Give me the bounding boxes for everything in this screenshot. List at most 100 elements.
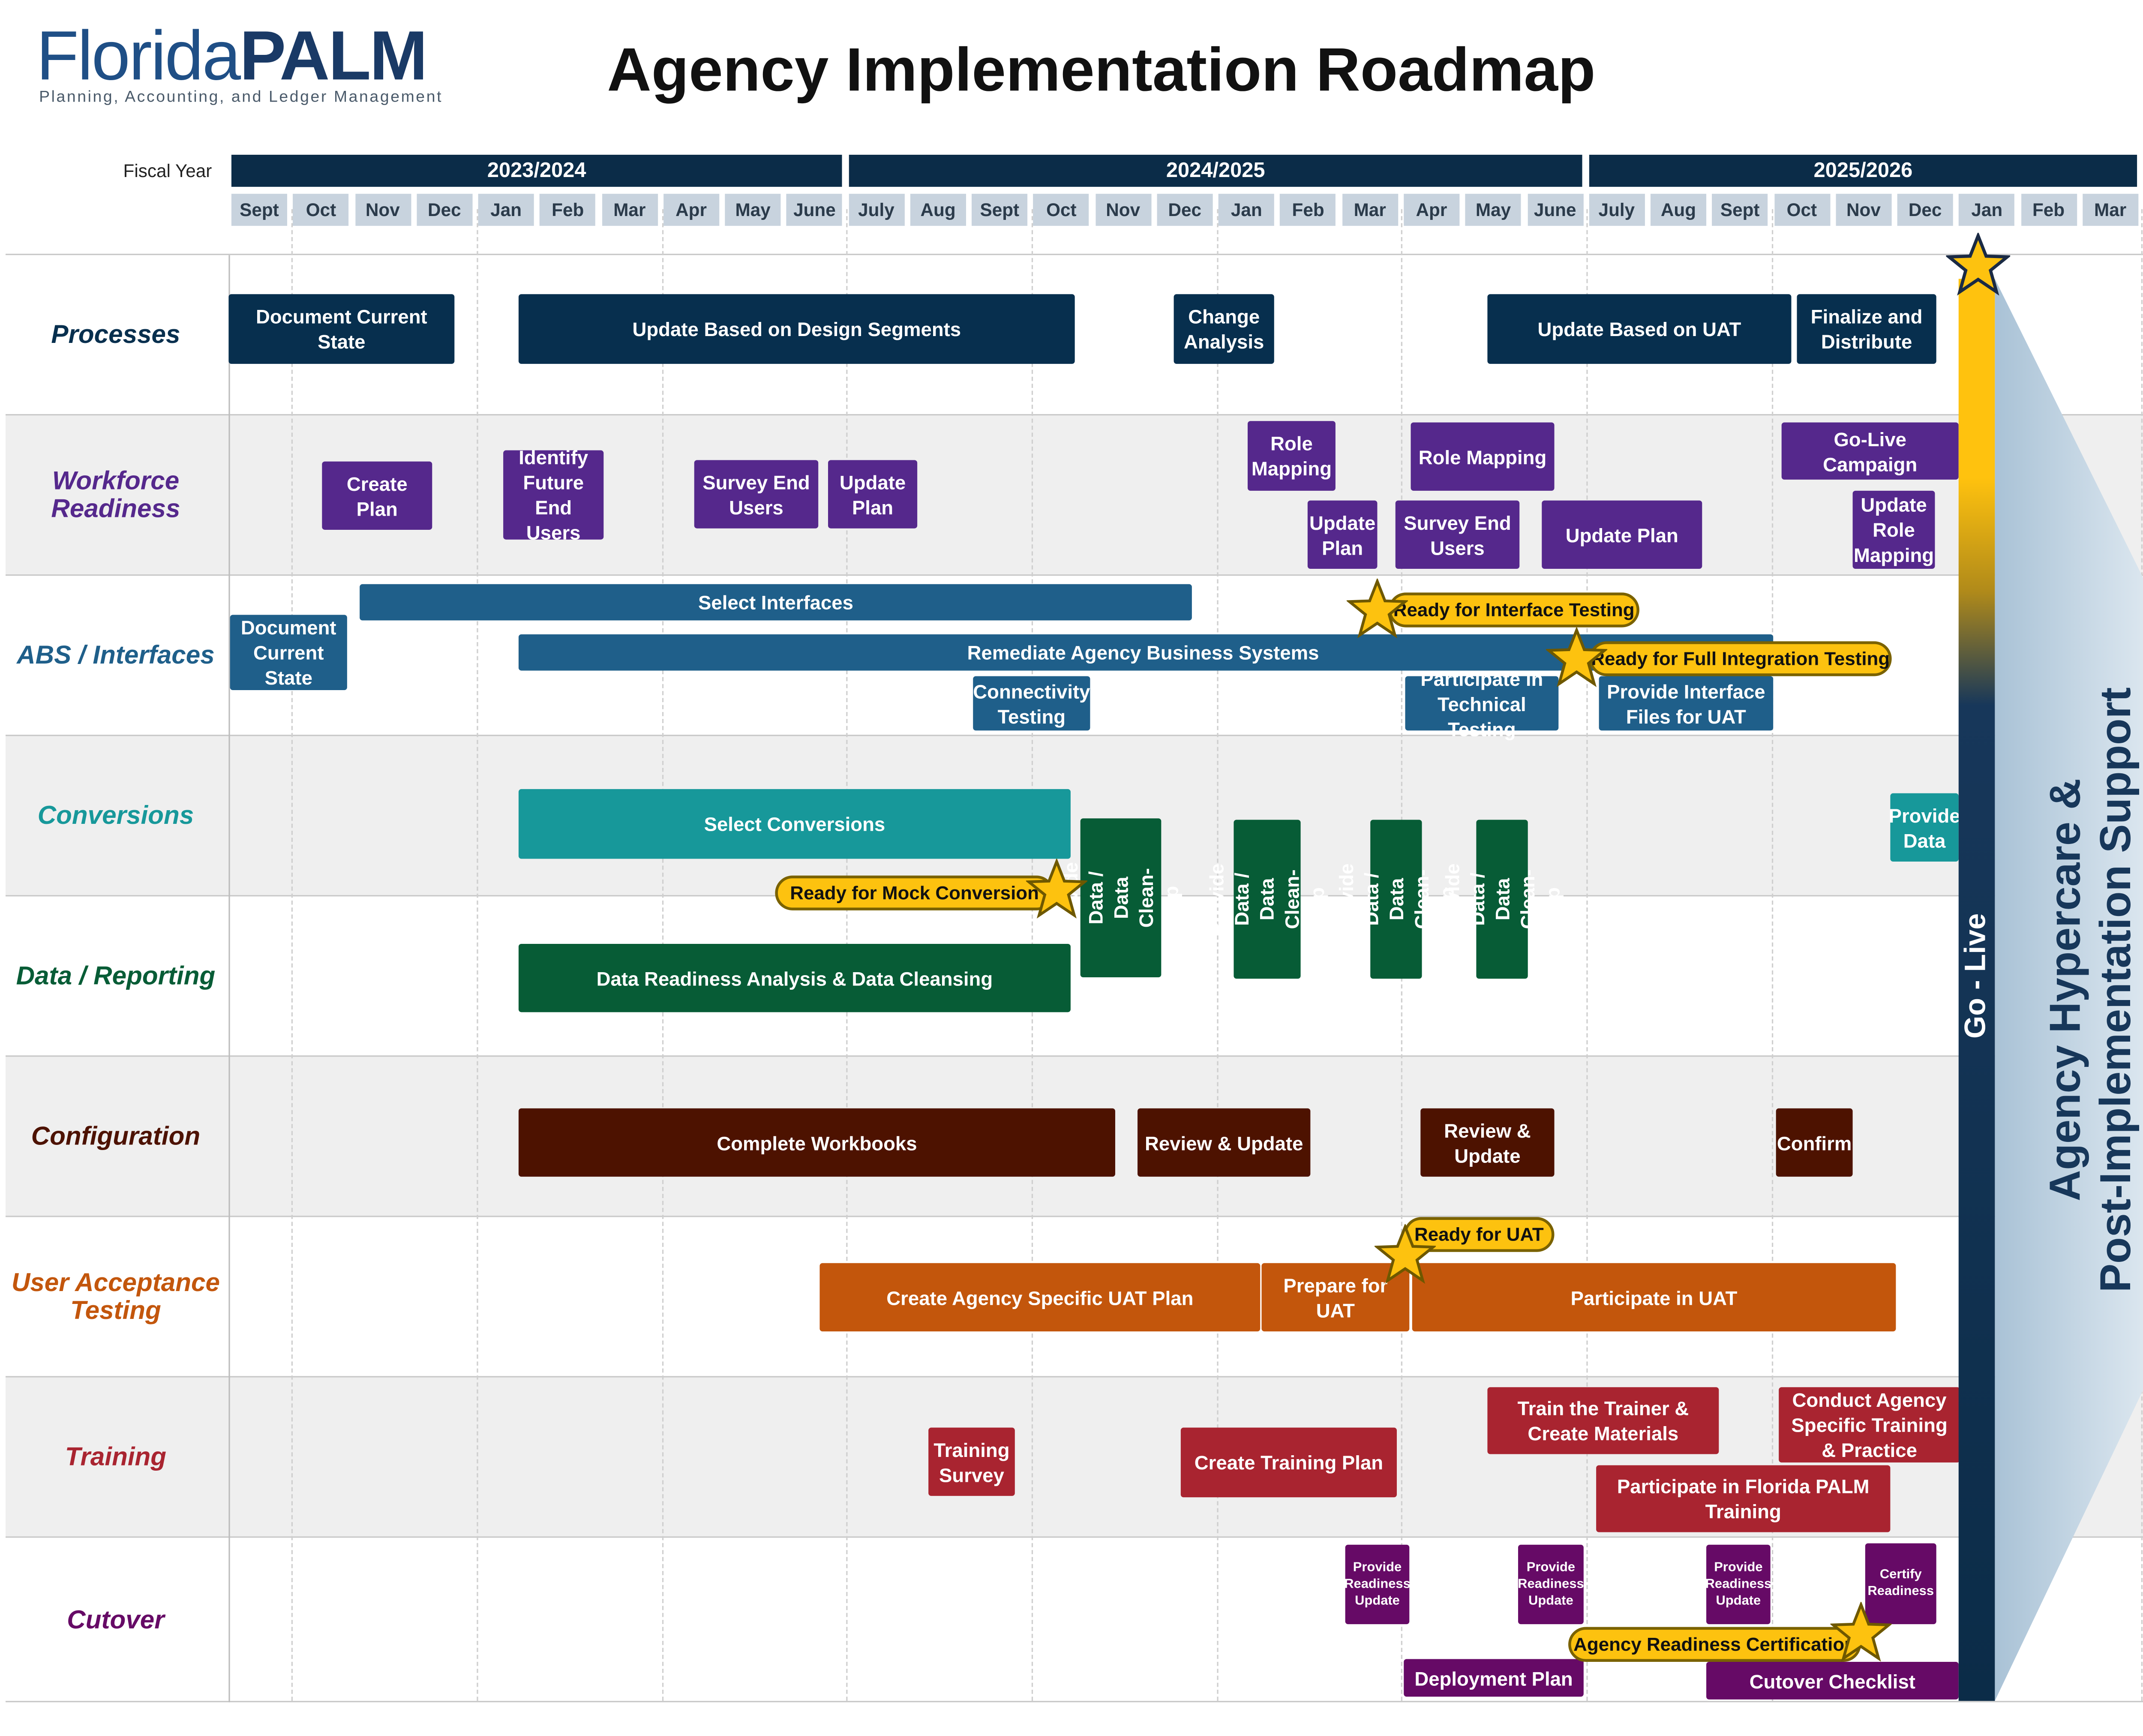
hypercare-label: Agency Hypercare &Post-Implementation Su… <box>2008 687 2143 1292</box>
task-deployment-plan: Deployment Plan <box>1404 1659 1584 1697</box>
lane-band-conversions <box>6 736 2143 895</box>
task-review-and-update: Review & Update <box>1138 1108 1311 1177</box>
month-cell: June <box>1527 194 1583 226</box>
task-conduct-agency-specific-training: Conduct Agency Specific Training & Pract… <box>1779 1387 1960 1463</box>
gridline <box>1771 209 1774 1701</box>
lane-label-conversions: Conversions <box>37 800 194 830</box>
task-select-interfaces: Select Interfaces <box>360 584 1192 621</box>
milestone-ready-for-mock-conversion: Ready for Mock Conversion <box>775 875 1054 910</box>
milestone-agency-readiness-certification: Agency Readiness Certification <box>1568 1627 1861 1662</box>
fiscal-year-2024-2025: 2024/2025 <box>849 155 1582 187</box>
task-provide-data-cleanup: Provide Data / Data Clean-up <box>1206 820 1329 979</box>
month-cell: Mar <box>1342 194 1398 226</box>
logo-tagline: Planning, Accounting, and Ledger Managem… <box>39 89 443 106</box>
task-update-plan: Update Plan <box>1307 500 1378 569</box>
task-provide-readiness-update: Provide Readiness Update <box>1518 1544 1584 1625</box>
task-training-survey: Training Survey <box>928 1427 1015 1496</box>
task-certify-readiness: Certify Readiness <box>1865 1543 1936 1625</box>
gridline <box>1586 209 1588 1701</box>
lane-divider <box>6 1536 2143 1538</box>
lane-divider <box>6 414 2143 416</box>
task-create-agency-specific-uat-plan: Create Agency Specific UAT Plan <box>819 1263 1261 1332</box>
task-provide-data-cleanup: Provide Data / Data Clean-up <box>1335 820 1458 979</box>
month-cell: Dec <box>1157 194 1213 226</box>
task-create-training-plan: Create Training Plan <box>1180 1427 1397 1498</box>
month-cell: Oct <box>293 194 349 226</box>
task-survey-end-users: Survey End Users <box>1395 500 1520 569</box>
fiscal-year-2023-2024: 2023/2024 <box>231 155 842 187</box>
milestone-ready-for-full-integration-testing: Ready for Full Integration Testing <box>1589 641 1892 676</box>
task-update-based-on-uat: Update Based on UAT <box>1487 294 1792 364</box>
florida-palm-logo: FloridaPALM <box>36 17 428 95</box>
month-cell: Mar <box>2082 194 2138 226</box>
lane-divider <box>6 574 2143 576</box>
lane-label-user-acceptance-testing: User Acceptance Testing <box>11 1267 220 1325</box>
month-cell: Jan <box>478 194 534 226</box>
task-review-and-update: Review & Update <box>1420 1108 1555 1177</box>
month-cell: May <box>1465 194 1522 226</box>
task-finalize-and-distribute: Finalize and Distribute <box>1797 294 1936 364</box>
month-cell: June <box>786 194 843 226</box>
timeline-left-axis <box>228 255 230 1703</box>
lane-label-abs-interfaces: ABS / Interfaces <box>17 640 215 670</box>
task-remediate-label: Remediate Agency Business Systems <box>967 641 1319 664</box>
hypercare-label-text: Agency Hypercare &Post-Implementation Su… <box>2041 687 2141 1292</box>
lane-label-data-reporting: Data / Reporting <box>16 960 216 990</box>
task-provide-readiness-update: Provide Readiness Update <box>1344 1544 1411 1625</box>
task-provide-data: Provide Data <box>1889 793 1960 862</box>
hypercare-wedge-shape <box>1995 279 2143 1701</box>
task-provide-data-cleanup: Provide Data / Data Clean-up <box>1059 818 1182 978</box>
task-participate-in-florida-palm-training: Participate in Florida PALM Training <box>1596 1465 1891 1532</box>
task-create-plan: Create Plan <box>322 461 432 530</box>
month-cell: Apr <box>1403 194 1460 226</box>
lane-divider <box>6 253 2143 255</box>
month-cell: Feb <box>2020 194 2077 226</box>
hypercare-line-2: Post-Implementation Support <box>2091 687 2140 1293</box>
month-cell: Feb <box>1280 194 1336 226</box>
month-cell: Dec <box>1897 194 1953 226</box>
task-connectivity-testing: Connectivity Testing <box>973 676 1090 731</box>
gridline <box>291 209 293 1701</box>
page-title: Agency Implementation Roadmap <box>607 36 1596 105</box>
milestone-ready-for-uat: Ready for UAT <box>1404 1217 1555 1252</box>
month-cell: Dec <box>416 194 472 226</box>
task-document-current-state: Document Current State <box>228 294 455 364</box>
month-cell: Aug <box>910 194 966 226</box>
month-cell: Mar <box>601 194 657 226</box>
task-provide-readiness-update: Provide Readiness Update <box>1705 1544 1771 1625</box>
month-cell: Nov <box>1835 194 1891 226</box>
go-live-bar <box>1958 279 1995 1701</box>
task-provide-data-cleanup: Provide Data / Data Clean-up <box>1441 820 1564 979</box>
lane-divider <box>6 1376 2143 1378</box>
month-cell: Jan <box>1219 194 1275 226</box>
task-go-live-campaign: Go-Live Campaign <box>1781 422 1959 480</box>
task-train-the-trainer: Train the Trainer & Create Materials <box>1487 1387 1719 1454</box>
lane-divider <box>6 895 2143 897</box>
lane-label-training: Training <box>65 1442 167 1471</box>
milestone-star-icon <box>1374 1224 1436 1284</box>
task-select-conversions: Select Conversions <box>518 789 1071 859</box>
go-live-star-icon <box>1946 233 2011 296</box>
lane-label-workforce-readiness: Workforce Readiness <box>51 466 180 523</box>
task-document-current-state: Document Current State <box>230 615 347 690</box>
go-live-label: Go - Live <box>1960 913 1992 1039</box>
milestone-star-icon <box>1026 859 1087 919</box>
gridline <box>1217 209 1219 1701</box>
lane-divider <box>6 735 2143 736</box>
gridline <box>477 209 478 1701</box>
task-provide-data-cleanup-label: Provide Data / Data Clean-up <box>1441 863 1564 935</box>
milestone-star-icon <box>1830 1602 1892 1662</box>
month-cell: Sept <box>972 194 1028 226</box>
month-cell: Oct <box>1774 194 1830 226</box>
lane-label-configuration: Configuration <box>31 1121 201 1150</box>
task-complete-workbooks: Complete Workbooks <box>518 1108 1115 1177</box>
task-prepare-for-uat: Prepare for UAT <box>1261 1263 1410 1332</box>
task-survey-end-users: Survey End Users <box>694 460 819 529</box>
task-update-plan: Update Plan <box>1542 500 1702 569</box>
month-cell: Jan <box>1959 194 2015 226</box>
task-participate-in-uat: Participate in UAT <box>1412 1263 1896 1332</box>
month-cell: Sept <box>1712 194 1768 226</box>
task-confirm: Confirm <box>1776 1108 1853 1177</box>
logo-palm-text: PALM <box>239 17 428 95</box>
